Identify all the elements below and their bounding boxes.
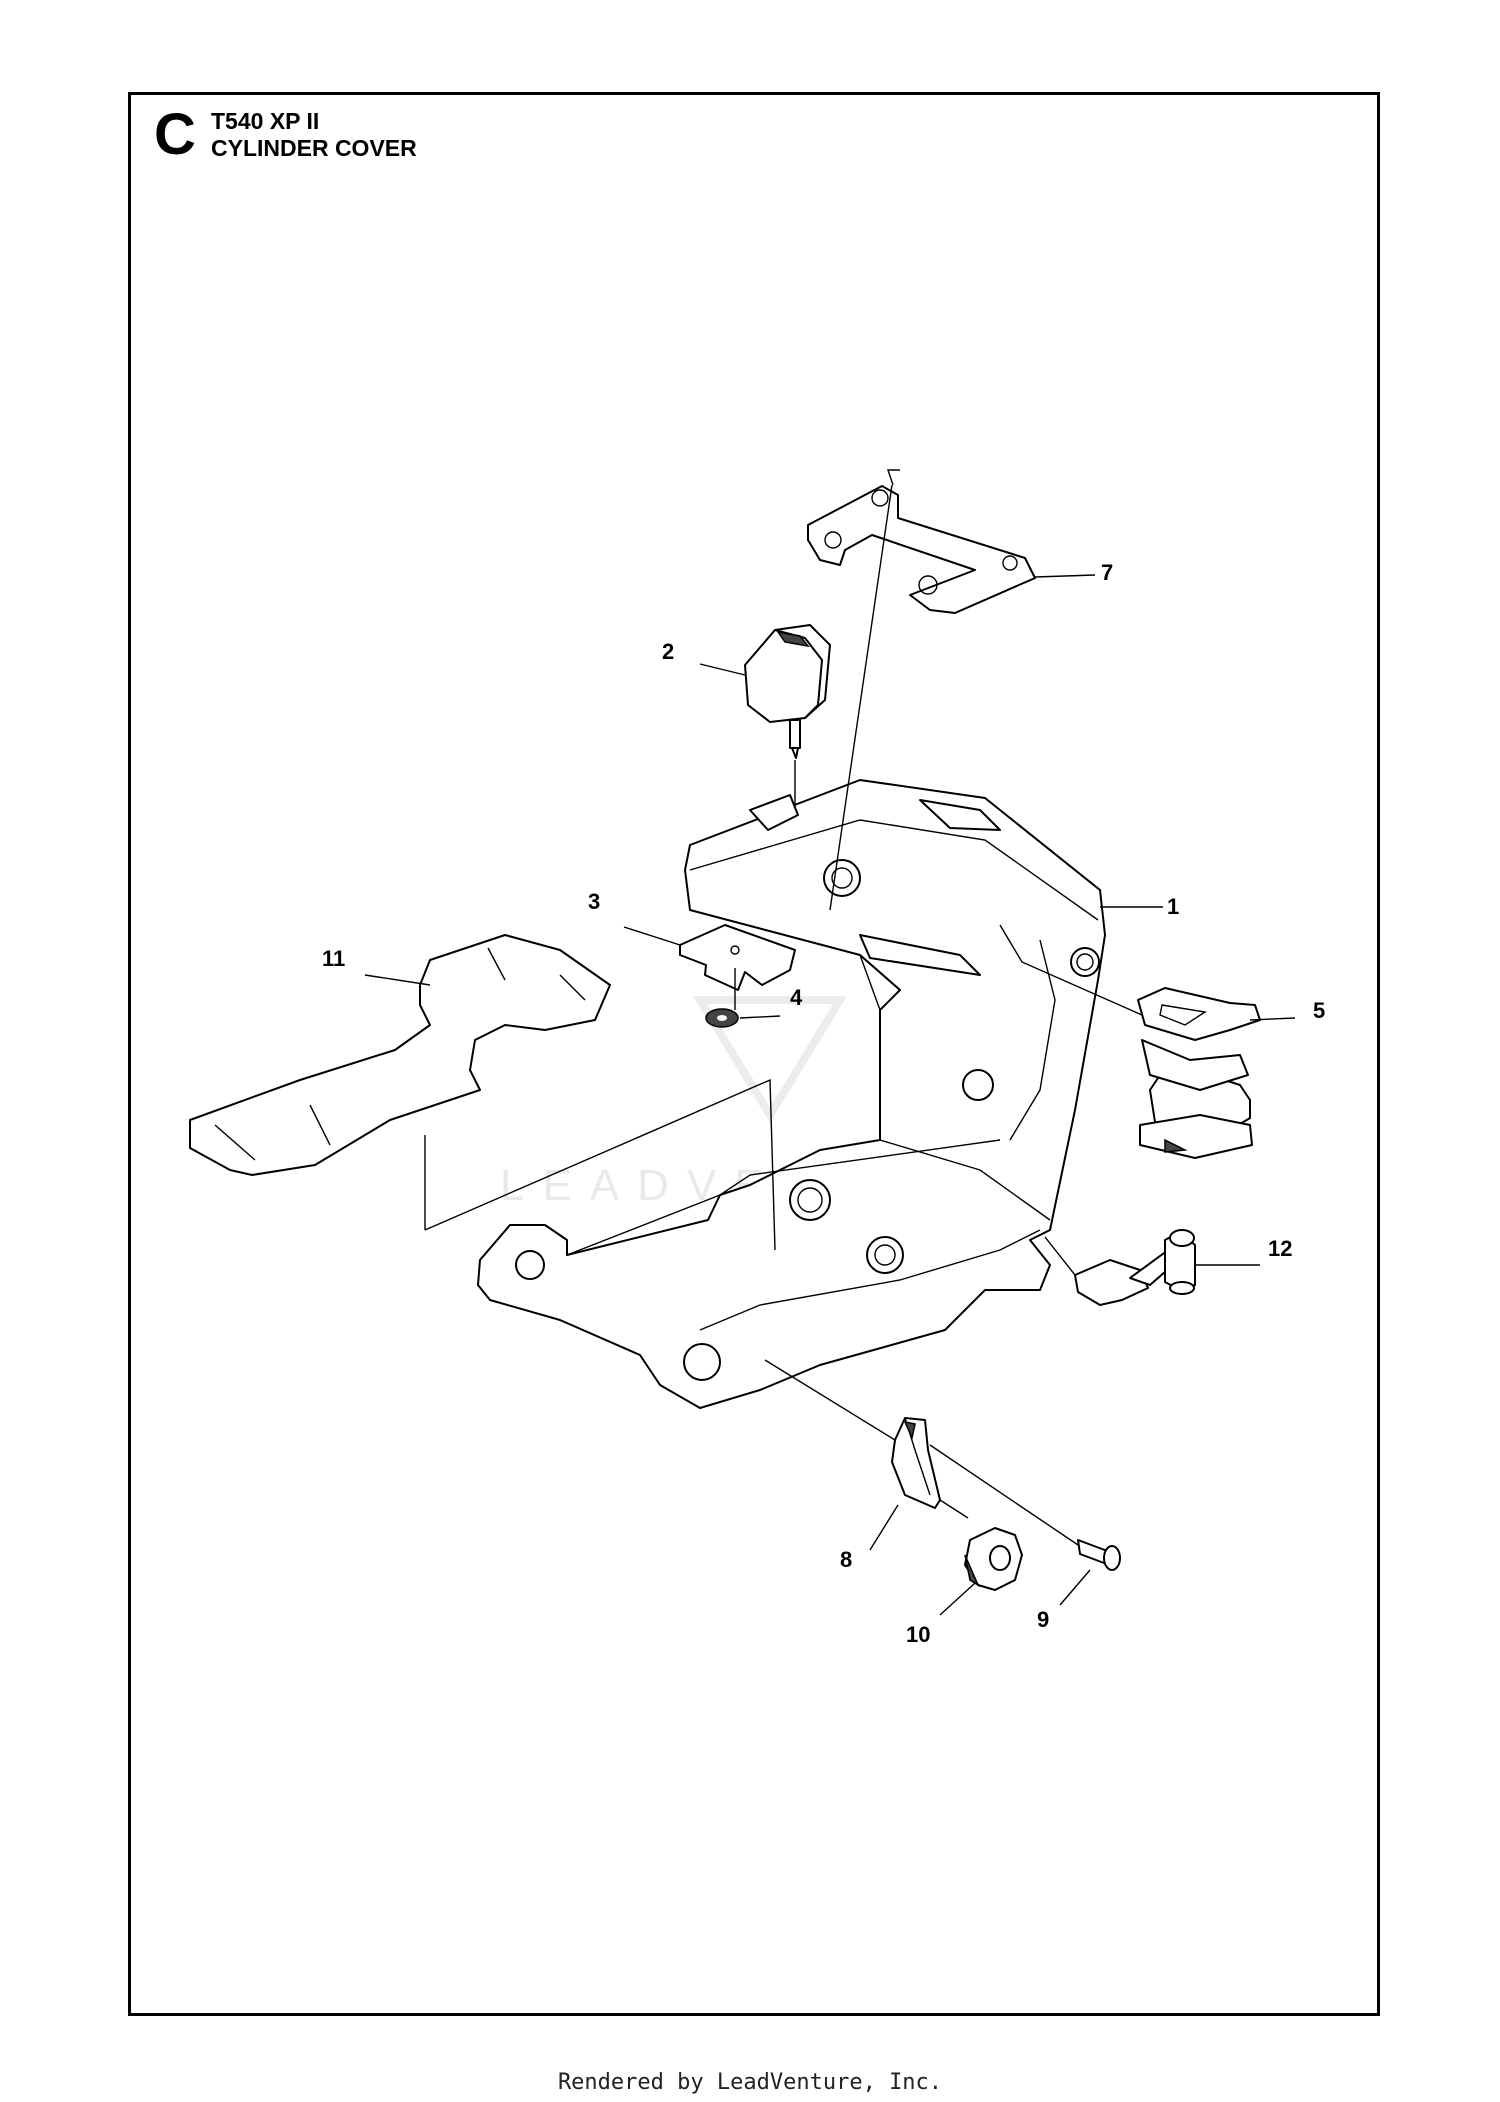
part-2-knob[interactable]	[744, 624, 831, 759]
callout-7[interactable]: 7	[1101, 560, 1113, 585]
callout-1[interactable]: 1	[1167, 894, 1179, 919]
part-4-washer[interactable]	[705, 1008, 739, 1028]
callout-10[interactable]: 10	[906, 1622, 930, 1647]
part-8-clip[interactable]	[891, 1417, 941, 1509]
callout-3[interactable]: 3	[588, 889, 600, 914]
part-7-gasket[interactable]	[807, 485, 1036, 614]
part-12-clamp[interactable]	[1074, 1229, 1196, 1306]
diagram-title-block: T540 XP II CYLINDER COVER	[211, 108, 417, 162]
diagram-frame	[128, 92, 1380, 2016]
part-9-screw[interactable]	[1077, 1539, 1121, 1571]
part-1-cylinder-cover[interactable]	[477, 779, 1106, 1409]
part-10-washer-plate[interactable]	[964, 1527, 1023, 1591]
part-3-bracket[interactable]	[679, 924, 796, 991]
footer-credit: Rendered by LeadVenture, Inc.	[557, 2070, 943, 2095]
callout-8[interactable]: 8	[840, 1547, 852, 1572]
callout-4[interactable]: 4	[790, 985, 803, 1010]
leader-lines	[364, 469, 1296, 1616]
callout-5[interactable]: 5	[1313, 998, 1325, 1023]
callout-labels: 1 2 3 4 5 7 8 9 10 11 12	[322, 560, 1325, 1647]
model-name: T540 XP II	[211, 108, 320, 134]
callout-12[interactable]: 12	[1268, 1236, 1292, 1261]
diagram-title: CYLINDER COVER	[211, 135, 417, 161]
callout-9[interactable]: 9	[1037, 1607, 1049, 1632]
part-5-av-mount[interactable]	[1137, 987, 1261, 1159]
section-letter: C	[154, 102, 196, 167]
callout-11[interactable]: 11	[322, 946, 345, 971]
part-11-pad[interactable]	[189, 934, 611, 1176]
callout-2[interactable]: 2	[662, 639, 674, 664]
